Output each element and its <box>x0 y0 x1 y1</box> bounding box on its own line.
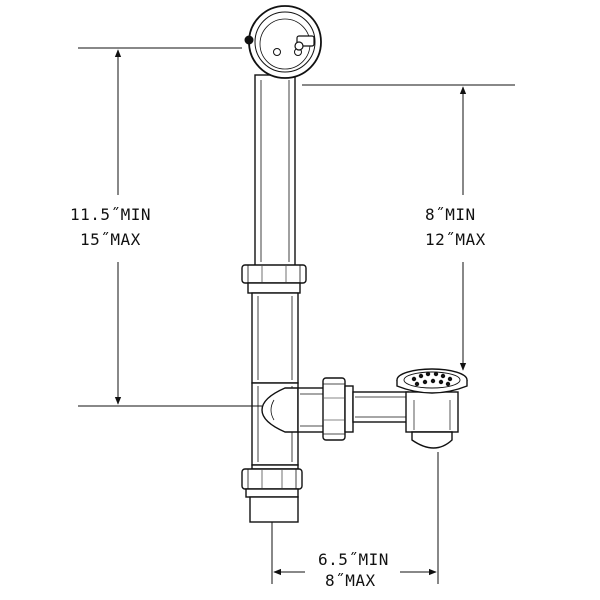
drain-height-max-label: 12˝MAX <box>425 230 486 249</box>
drain-height-min-label: 8˝MIN <box>425 205 476 224</box>
horizontal-slip-nut <box>322 377 354 441</box>
overflow-height-min-label: 11.5˝MIN <box>70 205 151 224</box>
drain-assembly <box>241 74 468 523</box>
tailpiece <box>249 496 299 523</box>
tee-upper-pipe <box>251 292 299 384</box>
drain-strainer-icon <box>411 371 453 387</box>
overflow-height-max-label: 15˝MAX <box>80 230 141 249</box>
horizontal-run-max-label: 8˝MAX <box>325 571 376 590</box>
waste-tee <box>251 382 299 466</box>
trip-lever-icon <box>294 35 315 51</box>
upper-slip-nut <box>241 264 307 294</box>
overflow-plate-icon <box>244 5 322 79</box>
horizontal-run-min-label: 6.5˝MIN <box>318 550 389 569</box>
overflow-tube <box>254 74 296 268</box>
dimension-lines <box>78 47 515 584</box>
lower-slip-nut <box>241 468 303 498</box>
drain-arm <box>352 391 409 423</box>
